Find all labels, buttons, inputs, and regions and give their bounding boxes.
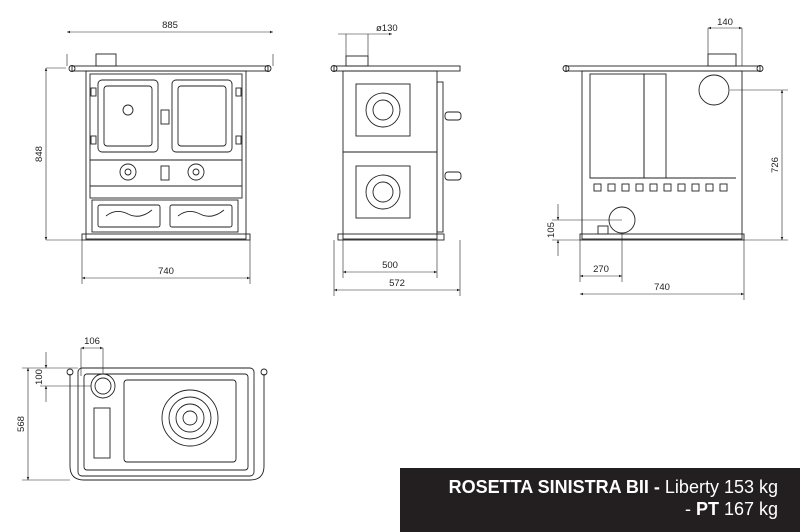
front-drawer-left-ornament — [105, 209, 153, 217]
front-drawer-frame — [91, 199, 239, 233]
side-tile-lower-ornament — [365, 174, 401, 210]
side-handle-upper — [444, 111, 462, 121]
top-rail-knob — [66, 368, 74, 376]
rear-panel-mid — [643, 73, 667, 179]
side-view — [330, 32, 462, 296]
top-flue-outlet-inner — [94, 377, 112, 395]
caption-line-1: ROSETTA SINISTRA BII - Liberty 153 kg — [400, 476, 778, 498]
dim-top-flue-offset: 106 — [84, 336, 100, 347]
dim-side-flue: ø130 — [376, 23, 398, 34]
side-tile-upper-ornament-inner — [372, 99, 394, 121]
side-tile-lower-ornament-inner — [372, 181, 394, 203]
side-rail-knob — [330, 65, 338, 72]
dim-front-width: 885 — [162, 20, 178, 31]
top-firebox-lid — [93, 407, 111, 459]
front-ash-handle — [160, 165, 170, 181]
front-door-right-glass — [177, 85, 227, 147]
dim-side-depth-inner: 500 — [382, 260, 398, 271]
rear-flue-upper — [698, 74, 730, 106]
dim-side-depth-outer: 572 — [389, 278, 405, 289]
front-air-regulator-left-center — [124, 168, 132, 176]
front-flue-collar — [95, 53, 117, 67]
side-base — [337, 233, 445, 241]
dim-rear-flue-low-offset: 270 — [593, 264, 609, 275]
caption-liberty-weight: Liberty 153 kg — [659, 477, 778, 497]
front-door-left-glass — [103, 85, 153, 147]
side-handle-lower — [444, 171, 462, 181]
model-caption: ROSETTA SINISTRA BII - Liberty 153 kg - … — [400, 468, 800, 532]
top-hob-ring-2 — [168, 396, 212, 440]
front-door-right — [171, 79, 233, 153]
caption-pt-weight: 167 kg — [718, 499, 778, 519]
caption-line-2: - PT 167 kg — [400, 498, 778, 520]
front-air-regulator-right-center — [192, 168, 200, 176]
dim-rear-flue-offset: 140 — [717, 17, 733, 28]
side-tile-lower — [355, 165, 411, 219]
front-drawer-right — [169, 204, 233, 228]
top-rail-knob — [260, 368, 268, 376]
top-view — [22, 346, 268, 481]
dim-top-depth: 568 — [16, 416, 27, 432]
dim-rear-height: 726 — [770, 157, 781, 173]
front-thermometer — [122, 104, 134, 116]
side-tile-upper — [355, 83, 411, 137]
side-tile-upper-ornament — [365, 92, 401, 128]
top-cooktop-inner — [83, 373, 249, 471]
side-top-plate — [333, 65, 461, 72]
rear-rail-knob-right — [756, 65, 764, 72]
top-hob-ring-1 — [161, 389, 219, 447]
front-air-regulator-left — [119, 163, 137, 181]
caption-dash: - — [684, 499, 696, 519]
caption-model-name: ROSETTA SINISTRA BII - — [448, 477, 660, 497]
rear-rail-knob-left — [562, 65, 570, 72]
rear-panel-left — [589, 73, 645, 179]
front-hinge — [90, 135, 97, 145]
dim-front-base: 740 — [158, 266, 174, 277]
dim-top-flue-depth: 100 — [34, 369, 45, 385]
front-top-plate — [71, 65, 269, 72]
front-hinge — [235, 87, 242, 97]
front-body-inner — [89, 73, 243, 199]
dim-front-height: 848 — [34, 146, 45, 162]
dim-rear-width: 740 — [654, 282, 670, 293]
rear-flue-collar — [707, 53, 737, 67]
rear-top-plate — [565, 65, 761, 72]
front-hinge — [90, 87, 97, 97]
rear-body — [581, 70, 743, 240]
rear-inspection-plate — [597, 225, 609, 235]
front-body — [85, 70, 247, 240]
dim-rear-flue-low-height: 105 — [546, 222, 557, 238]
rear-view — [552, 26, 788, 300]
front-base — [81, 233, 251, 241]
front-drawer-left — [97, 204, 161, 228]
side-body — [342, 70, 438, 240]
front-hinge — [235, 135, 242, 145]
dimension-labels: 885 848 740 ø130 500 572 140 726 105 270… — [16, 17, 781, 432]
front-door-left — [97, 79, 159, 153]
top-guard-rail — [69, 374, 265, 481]
front-door-handle — [160, 109, 170, 125]
front-rail-knob-left — [68, 65, 76, 72]
top-cooktop — [77, 367, 255, 477]
side-front-edge — [436, 81, 444, 233]
front-rail-knob-right — [264, 65, 272, 72]
side-flue-collar — [345, 55, 369, 67]
rear-vent-slots — [593, 183, 728, 192]
top-hob-ring-4 — [182, 410, 198, 426]
caption-pt-label: PT — [695, 499, 719, 519]
top-hob-ring-3 — [175, 403, 205, 433]
front-drawer-right-ornament — [177, 209, 225, 217]
rear-base — [579, 233, 745, 241]
top-hob-plate — [123, 379, 237, 463]
front-view — [44, 30, 274, 284]
front-air-regulator-right — [187, 163, 205, 181]
